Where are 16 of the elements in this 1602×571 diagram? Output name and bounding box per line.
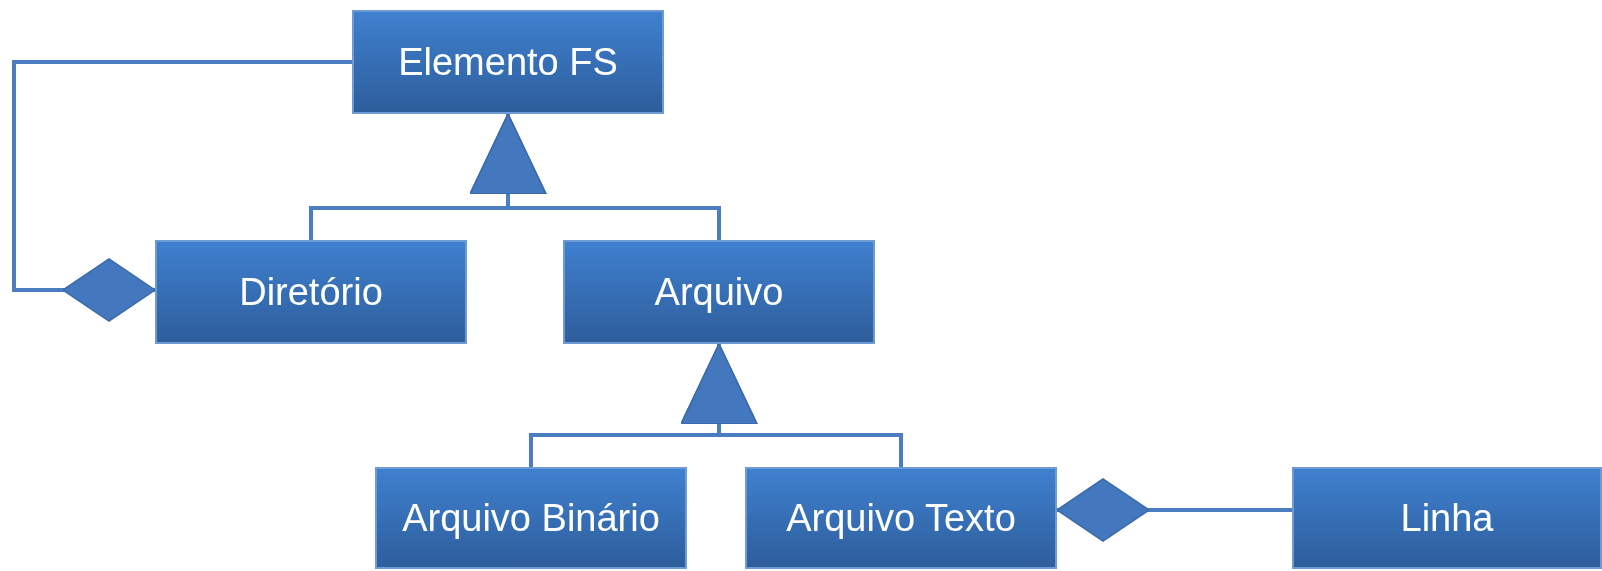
aggregation-line <box>1056 478 1292 542</box>
class-name: Elemento FS <box>398 40 618 84</box>
class-box <box>1292 467 1602 569</box>
class-name: Linha <box>1400 496 1494 540</box>
class-name: Arquivo Binário <box>402 496 660 540</box>
aggregation-line <box>12 60 352 322</box>
inheritance-arrow <box>680 343 903 467</box>
inheritance-arrow <box>469 113 721 240</box>
class-box <box>563 240 875 344</box>
class-box <box>375 467 687 569</box>
class-box <box>745 467 1057 569</box>
class-name: Diretório <box>239 270 383 314</box>
class-name: Arquivo Texto <box>786 496 1016 540</box>
class-box <box>155 240 467 344</box>
class-name: Arquivo <box>654 270 784 314</box>
class-box <box>352 10 664 114</box>
